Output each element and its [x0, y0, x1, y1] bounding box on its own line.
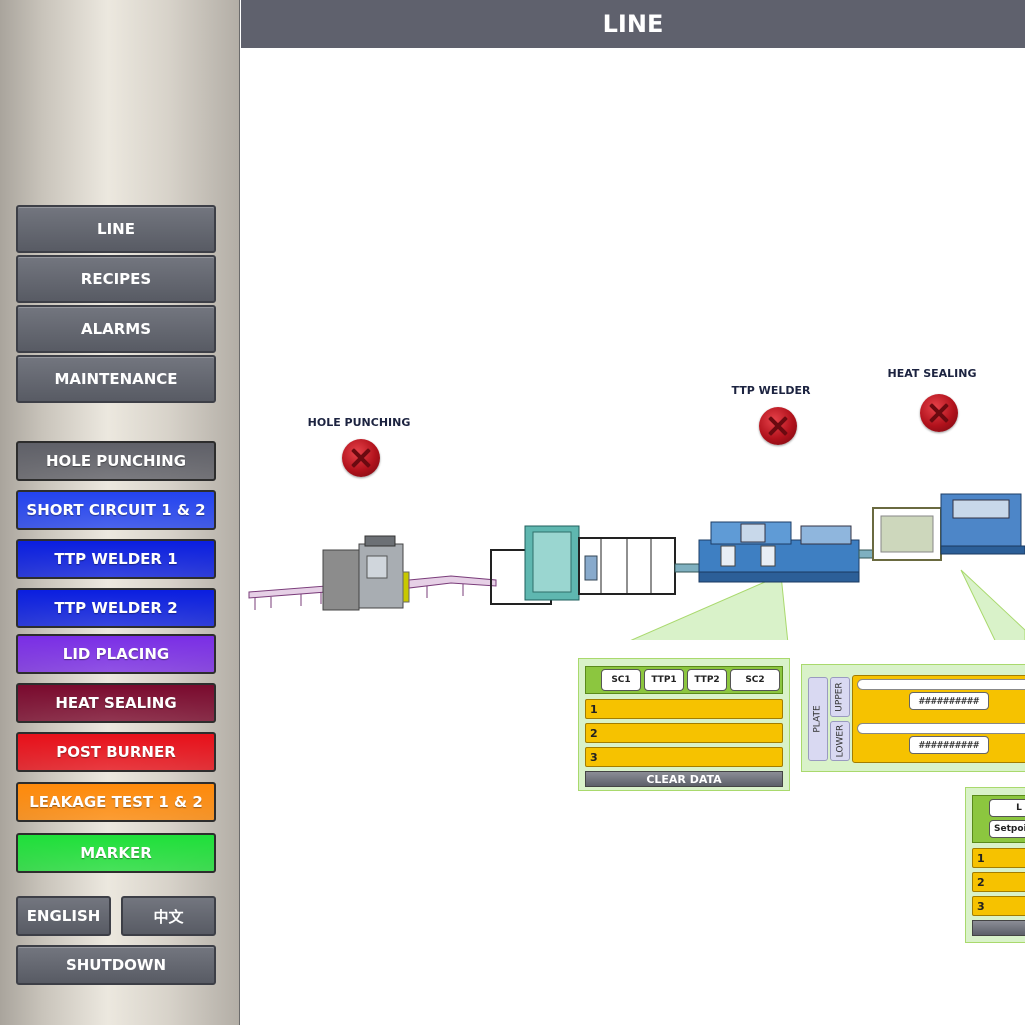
- leak-data-row-3: 3: [972, 896, 1025, 916]
- plate-values-area: ########## ##########: [852, 675, 1025, 763]
- station-marker-button[interactable]: MARKER: [16, 833, 216, 873]
- lower-progress-bar: [857, 723, 1025, 734]
- station-ttp-welder-2-button[interactable]: TTP WELDER 2: [16, 588, 216, 628]
- heat-sealing-label: HEAT SEALING: [887, 367, 977, 380]
- lower-label: LOWER: [830, 721, 850, 761]
- ttp-data-row-3: 3: [585, 747, 783, 767]
- tab-sc2[interactable]: SC2: [730, 669, 780, 691]
- leak-data-row-1: 1: [972, 848, 1025, 868]
- station-heat-sealing-button[interactable]: HEAT SEALING: [16, 683, 216, 723]
- plate-label: PLATE: [808, 677, 828, 761]
- station-lid-placing-button[interactable]: LID PLACING: [16, 634, 216, 674]
- tab-sc1[interactable]: SC1: [601, 669, 641, 691]
- upper-value-field[interactable]: ##########: [909, 692, 989, 710]
- shutdown-button[interactable]: SHUTDOWN: [16, 945, 216, 985]
- station-hole-punching-button[interactable]: HOLE PUNCHING: [16, 441, 216, 481]
- station-short-circuit-button[interactable]: SHORT CIRCUIT 1 & 2: [16, 490, 216, 530]
- nav-recipes-button[interactable]: RECIPES: [16, 255, 216, 303]
- ttp-data-panel: SC1 TTP1 TTP2 SC2 1 2 3 CLEAR DATA: [578, 658, 790, 791]
- heat-sealing-error-icon[interactable]: [920, 394, 958, 432]
- ttp-welder-error-icon[interactable]: [759, 407, 797, 445]
- upper-progress-bar: [857, 679, 1025, 690]
- tab-ttp2[interactable]: TTP2: [687, 669, 727, 691]
- leak-data-row-2: 2: [972, 872, 1025, 892]
- production-line-illustration: [248, 493, 1025, 640]
- setpoint-tab[interactable]: Setpoint: [989, 820, 1025, 838]
- nav-line-button[interactable]: LINE: [16, 205, 216, 253]
- hole-punching-error-icon[interactable]: [342, 439, 380, 477]
- upper-label: UPPER: [830, 677, 850, 717]
- station-leakage-test-button[interactable]: LEAKAGE TEST 1 & 2: [16, 782, 216, 822]
- leak-clear-button[interactable]: [972, 920, 1025, 936]
- ttp-tab-bar: SC1 TTP1 TTP2 SC2: [585, 666, 783, 694]
- ttp-data-row-2: 2: [585, 723, 783, 743]
- nav-alarms-button[interactable]: ALARMS: [16, 305, 216, 353]
- hole-punching-label: HOLE PUNCHING: [307, 416, 411, 429]
- english-button[interactable]: ENGLISH: [16, 896, 111, 936]
- leak-tab-bar: L Setpoint: [972, 795, 1025, 843]
- ttp-welder-label: TTP WELDER: [731, 384, 811, 397]
- heat-sealing-panel: PLATE UPPER LOWER ########## ##########: [801, 664, 1025, 772]
- station-post-burner-button[interactable]: POST BURNER: [16, 732, 216, 772]
- sidebar: LINE RECIPES ALARMS MAINTENANCE HOLE PUN…: [0, 0, 240, 1025]
- page-title: LINE: [241, 0, 1025, 48]
- tab-ttp1[interactable]: TTP1: [644, 669, 684, 691]
- leak-tab-l[interactable]: L: [989, 799, 1025, 817]
- nav-maintenance-button[interactable]: MAINTENANCE: [16, 355, 216, 403]
- clear-data-button[interactable]: CLEAR DATA: [585, 771, 783, 787]
- chinese-button[interactable]: 中文: [121, 896, 216, 936]
- ttp-data-row-1: 1: [585, 699, 783, 719]
- station-ttp-welder-1-button[interactable]: TTP WELDER 1: [16, 539, 216, 579]
- lower-value-field[interactable]: ##########: [909, 736, 989, 754]
- leakage-test-panel: L Setpoint 1 2 3: [965, 787, 1025, 943]
